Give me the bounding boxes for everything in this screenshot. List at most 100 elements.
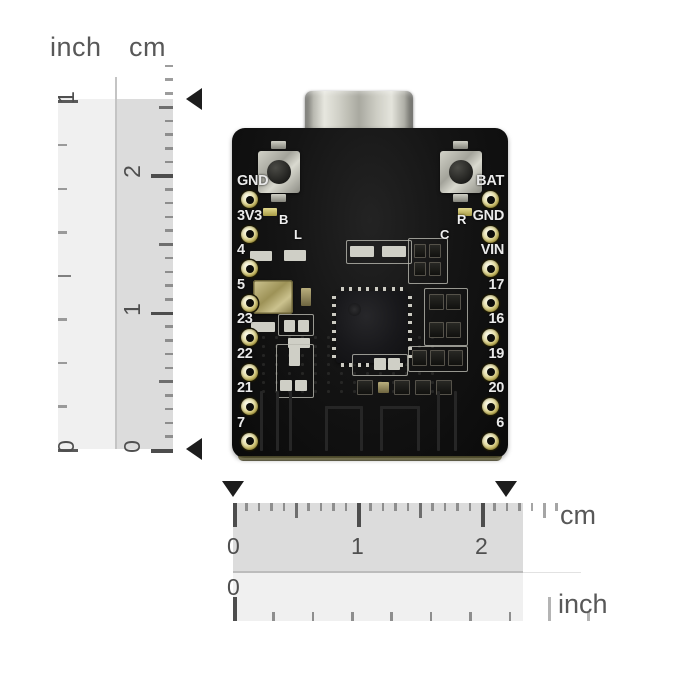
vertical-ruler xyxy=(58,64,173,453)
smd-part xyxy=(429,294,444,310)
reset-button[interactable] xyxy=(440,151,482,193)
horizontal-cm-tick xyxy=(406,503,410,511)
smd-part xyxy=(251,322,275,332)
silkscreen-outline xyxy=(424,288,468,346)
vertical-cm-tick xyxy=(151,174,173,178)
pcb-antenna xyxy=(380,406,420,409)
pin-label-17-right-3: 17 xyxy=(488,276,504,293)
pcb-antenna xyxy=(360,406,363,451)
header-pad[interactable] xyxy=(241,398,258,415)
vertical-cm-tick xyxy=(165,366,173,370)
pin-label-vin-right-2: VIN xyxy=(480,242,505,258)
vertical-cm-tick xyxy=(165,270,173,274)
pcb-antenna xyxy=(417,406,420,451)
smd-part xyxy=(429,262,441,276)
horizontal-cm-tick xyxy=(307,503,310,511)
horizontal-cm-tick xyxy=(344,503,348,511)
horizontal-inch-tick xyxy=(469,612,472,621)
horizontal-cm-label: 2 xyxy=(475,533,488,559)
pcb-antenna xyxy=(437,391,440,451)
horizontal-cm-tick xyxy=(245,503,248,511)
header-pad[interactable] xyxy=(482,398,499,415)
smd-part xyxy=(394,380,410,395)
smd-part xyxy=(298,320,309,332)
pcb-antenna xyxy=(380,406,383,451)
horizontal-cm-tick xyxy=(468,503,472,511)
smd-part xyxy=(446,322,461,338)
pin-label-21-left-6: 21 xyxy=(237,380,253,396)
header-pad[interactable] xyxy=(241,294,258,312)
vertical-inch-tick xyxy=(58,405,67,408)
header-pad[interactable] xyxy=(241,225,258,243)
header-pad[interactable] xyxy=(482,363,499,381)
vertical-cm-tick xyxy=(165,325,173,328)
pin-label-3v3-left-1: 3V3 xyxy=(237,207,262,224)
silkscreen-outline xyxy=(278,314,314,336)
pcb-antenna xyxy=(289,391,292,451)
header-pad[interactable] xyxy=(241,329,258,346)
horizontal-inch-tick xyxy=(311,612,315,621)
pin-label-7-left-7: 7 xyxy=(237,414,245,431)
vertical-cm-tick xyxy=(165,133,173,136)
horizontal-ruler-inch-caption: inch xyxy=(558,589,608,619)
silkscreen-outline xyxy=(346,240,412,264)
horizontal-cm-tick xyxy=(233,503,237,527)
smd-part xyxy=(374,358,386,370)
smd-part xyxy=(350,246,374,257)
header-pad[interactable] xyxy=(241,191,258,208)
smd-part xyxy=(295,380,307,391)
vertical-ruler-cm-caption: cm xyxy=(129,32,166,62)
horizontal-cm-tick xyxy=(319,503,323,511)
pin-label-6-right-7: 6 xyxy=(496,414,504,431)
vertical-cm-tick xyxy=(165,229,173,232)
header-pad[interactable] xyxy=(482,432,499,450)
vertical-inch-label: 0 xyxy=(52,440,79,453)
vertical-inch-label: 1 xyxy=(52,91,79,105)
header-pad[interactable] xyxy=(482,294,499,312)
vertical-cm-tick xyxy=(165,64,173,68)
vertical-cm-tick xyxy=(165,78,173,81)
vertical-cm-tick xyxy=(165,119,173,123)
vertical-cm-tick xyxy=(165,92,173,95)
vertical-cm-label: 2 xyxy=(118,165,145,179)
horizontal-inch-tick xyxy=(429,612,433,621)
pin-label-20-right-6: 20 xyxy=(488,380,504,396)
vertical-inch-tick xyxy=(58,318,67,321)
board-bottom-marker xyxy=(186,438,202,460)
vertical-cm-tick xyxy=(165,160,173,164)
vertical-cm-tick xyxy=(165,188,173,191)
horizontal-cm-label: 0 xyxy=(227,533,240,559)
horizontal-inch-tick xyxy=(587,612,590,621)
horizontal-ruler-cm-caption: cm xyxy=(560,500,596,530)
horizontal-cm-tick xyxy=(357,503,361,527)
pin-label-gnd-right-1: GND xyxy=(472,207,505,224)
vertical-cm-tick xyxy=(159,380,173,384)
header-pad[interactable] xyxy=(241,432,258,450)
smd-part xyxy=(280,380,292,391)
vertical-ruler-inch-caption: inch xyxy=(50,32,102,62)
boot-button[interactable] xyxy=(258,151,300,193)
horizontal-cm-tick xyxy=(518,503,521,511)
mcu-pin1-marker xyxy=(348,303,361,316)
horizontal-cm-tick xyxy=(493,503,496,511)
smd-part xyxy=(436,380,452,395)
horizontal-cm-tick xyxy=(481,503,485,527)
board-right-marker xyxy=(494,481,517,497)
smd-part xyxy=(288,338,310,348)
vertical-cm-tick xyxy=(159,243,173,247)
horizontal-cm-tick xyxy=(282,503,286,511)
pin-label-19-right-5: 19 xyxy=(488,345,504,362)
silkscreen-outline xyxy=(276,344,314,398)
header-pad[interactable] xyxy=(241,363,258,381)
board-top-marker xyxy=(186,88,202,110)
header-pad[interactable] xyxy=(482,260,499,277)
mcu-pins-left xyxy=(332,296,336,358)
vertical-cm-tick xyxy=(165,352,173,356)
header-pad[interactable] xyxy=(482,191,499,208)
header-pad[interactable] xyxy=(241,260,258,277)
header-pad[interactable] xyxy=(482,225,499,243)
header-pad[interactable] xyxy=(482,329,499,346)
pin-label-22-left-5: 22 xyxy=(237,345,253,362)
